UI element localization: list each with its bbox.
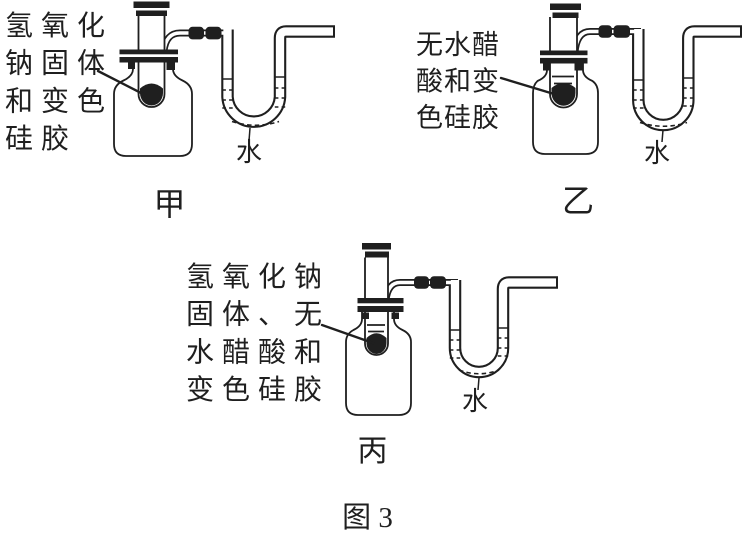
- reagent-label-line: 水醋酸和: [186, 336, 330, 368]
- setup-name: 乙: [562, 183, 594, 219]
- test-tube-stopper: [362, 243, 391, 250]
- water-label: 水: [462, 387, 488, 416]
- rubber-tubing-connector: [598, 25, 612, 38]
- reagent-solid: [140, 83, 163, 106]
- u-tube-bore: [450, 278, 556, 377]
- rubber-tubing-connector: [414, 276, 429, 289]
- reagent-solid: [366, 333, 387, 355]
- reagent-label-line: 和变色: [5, 85, 113, 117]
- water-dashed-surface: [231, 120, 280, 127]
- wide-mouth-bottle: [345, 312, 412, 416]
- test-tube-stopper: [365, 251, 389, 258]
- bottle-stopper-band: [119, 54, 178, 57]
- reagent-pointer-line: [499, 76, 556, 96]
- water-pointer-line: [477, 377, 480, 391]
- rubber-tubing-connector: [205, 26, 222, 40]
- u-tube-bore: [634, 27, 740, 130]
- u-tube-bore: [223, 27, 333, 126]
- setup-name: 甲: [153, 186, 185, 222]
- bottle-lip: [361, 312, 369, 319]
- reagent-label-line: 硅胶: [5, 123, 77, 155]
- rubber-tubing-connector: [613, 25, 630, 38]
- bottle-lip: [128, 62, 135, 69]
- reagent-label-line: 酸和变: [416, 67, 500, 97]
- bottle-stopper-band: [357, 303, 404, 306]
- test-tube-stopper: [552, 12, 579, 18]
- reagent-label-line: 钠固体: [5, 48, 113, 80]
- reagent-label-line: 氢氧化钠: [186, 261, 330, 293]
- bottle-lip: [543, 63, 550, 71]
- reagent-label-line: 固体、无: [186, 299, 330, 331]
- reagent-pointer-line: [96, 69, 147, 97]
- rubber-tubing-connector: [430, 276, 446, 289]
- reagent-label-line: 无水醋: [416, 30, 500, 60]
- test-tube-stopper: [550, 3, 581, 10]
- water-dashed-surface: [458, 369, 500, 375]
- test-tube-stopper: [133, 1, 170, 8]
- bottle-lip: [574, 63, 583, 71]
- test-tube-stopper: [136, 10, 167, 16]
- water-pointer-line: [248, 127, 251, 142]
- setup-name: 丙: [358, 435, 388, 468]
- bottle-stopper-band: [540, 55, 588, 58]
- reagent-label-line: 氢氧化: [5, 10, 113, 42]
- reagent-label-line: 色硅胶: [416, 103, 500, 133]
- water-label: 水: [236, 138, 262, 167]
- figure-caption: 图 3: [342, 502, 393, 534]
- bottle-lip: [166, 62, 175, 70]
- water-dashed-surface: [639, 121, 688, 128]
- water-pointer-line: [661, 129, 664, 143]
- bottle-lip: [391, 312, 399, 319]
- reagent-label-line: 变色硅胶: [186, 374, 330, 406]
- water-label: 水: [644, 139, 670, 168]
- reagent-solid: [551, 83, 576, 106]
- reagent-pointer-line: [320, 323, 375, 345]
- rubber-tubing-connector: [188, 26, 204, 40]
- wide-mouth-bottle: [113, 62, 193, 157]
